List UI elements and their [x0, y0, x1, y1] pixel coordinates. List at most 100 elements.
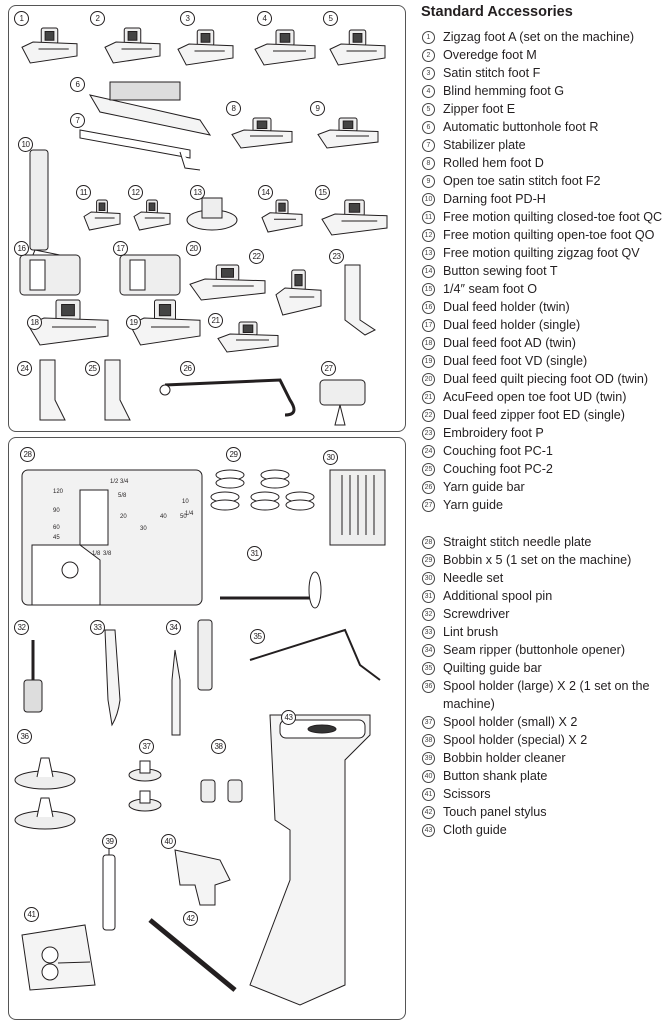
item-label: Dual feed foot AD (twin): [443, 336, 576, 350]
item-number: 5: [422, 103, 435, 116]
item-label: Free motion quilting zigzag foot QV: [443, 246, 640, 260]
callout-number: 14: [258, 185, 273, 200]
accessory-15: [321, 199, 388, 236]
item-label: Zigzag foot A (set on the machine): [443, 30, 635, 44]
plate-marking: 5/8: [118, 493, 127, 499]
item-label: Dual feed quilt piecing foot OD (twin): [443, 372, 649, 386]
item-number: 30: [422, 572, 435, 585]
plate-marking: 1/8: [92, 551, 101, 557]
item-number: 40: [422, 770, 435, 783]
item-number: 4: [422, 85, 435, 98]
list-spacer: [421, 514, 671, 533]
item-number: 6: [422, 121, 435, 134]
item-label: Scissors: [443, 787, 491, 801]
plate-marking: 3/8: [103, 551, 112, 557]
callout-number: 1: [14, 11, 29, 26]
item-number: 41: [422, 788, 435, 801]
item-number: 14: [422, 265, 435, 278]
accessory-32: [23, 640, 43, 713]
callout-number: 40: [161, 834, 176, 849]
item-number: 36: [422, 680, 435, 693]
item-label: Yarn guide bar: [443, 480, 525, 494]
callout-number: 27: [321, 361, 336, 376]
item-number: 15: [422, 283, 435, 296]
item-number: 8: [422, 157, 435, 170]
item-number: 27: [422, 499, 435, 512]
accessory-21: [217, 321, 279, 353]
item-label: Embroidery foot P: [443, 426, 544, 440]
accessory-39: [102, 840, 116, 931]
callout-number: 29: [226, 447, 241, 462]
accessory-29: [210, 469, 315, 511]
accessory-27: [319, 379, 366, 426]
item-label: Darning foot PD-H: [443, 192, 546, 206]
callout-number: 28: [20, 447, 35, 462]
accessory-19: [129, 299, 201, 346]
callout-number: 22: [249, 249, 264, 264]
accessory-35: [249, 628, 381, 681]
callout-number: 33: [90, 620, 105, 635]
other-accessories-panel: [8, 437, 406, 1020]
item-number: 11: [422, 211, 435, 224]
callout-number: 5: [323, 11, 338, 26]
item-label: Spool holder (special) X 2: [443, 733, 588, 747]
list-item: 18 Dual feed foot AD (twin): [421, 334, 671, 352]
callout-number: 9: [310, 101, 325, 116]
item-number: 38: [422, 734, 435, 747]
item-number: 43: [422, 824, 435, 837]
callout-number: 35: [250, 629, 265, 644]
accessory-17: [119, 254, 181, 296]
accessory-38: [200, 779, 243, 803]
accessory-41: [21, 924, 96, 991]
item-label: Lint brush: [443, 625, 499, 639]
accessory-33: [104, 629, 121, 727]
accessory-13: [186, 197, 238, 231]
item-label: Button shank plate: [443, 769, 548, 783]
item-label: Additional spool pin: [443, 589, 553, 603]
item-label: Bobbin x 5 (1 set on the machine): [443, 553, 632, 567]
callout-number: 7: [70, 113, 85, 128]
item-number: 16: [422, 301, 435, 314]
accessory-16: [19, 254, 81, 296]
item-number: 18: [422, 337, 435, 350]
accessory-42: [148, 918, 237, 992]
item-label: AcuFeed open toe foot UD (twin): [443, 390, 627, 404]
item-number: 26: [422, 481, 435, 494]
item-number: 7: [422, 139, 435, 152]
accessory-5: [329, 29, 386, 66]
callout-number: 19: [126, 315, 141, 330]
item-label: Screwdriver: [443, 607, 510, 621]
callout-number: 13: [190, 185, 205, 200]
item-number: 28: [422, 536, 435, 549]
list-item: 26 Yarn guide bar: [421, 478, 671, 496]
callout-number: 16: [14, 241, 29, 256]
callout-number: 21: [208, 313, 223, 328]
accessory-40: [174, 849, 231, 906]
accessory-8: [231, 117, 293, 149]
